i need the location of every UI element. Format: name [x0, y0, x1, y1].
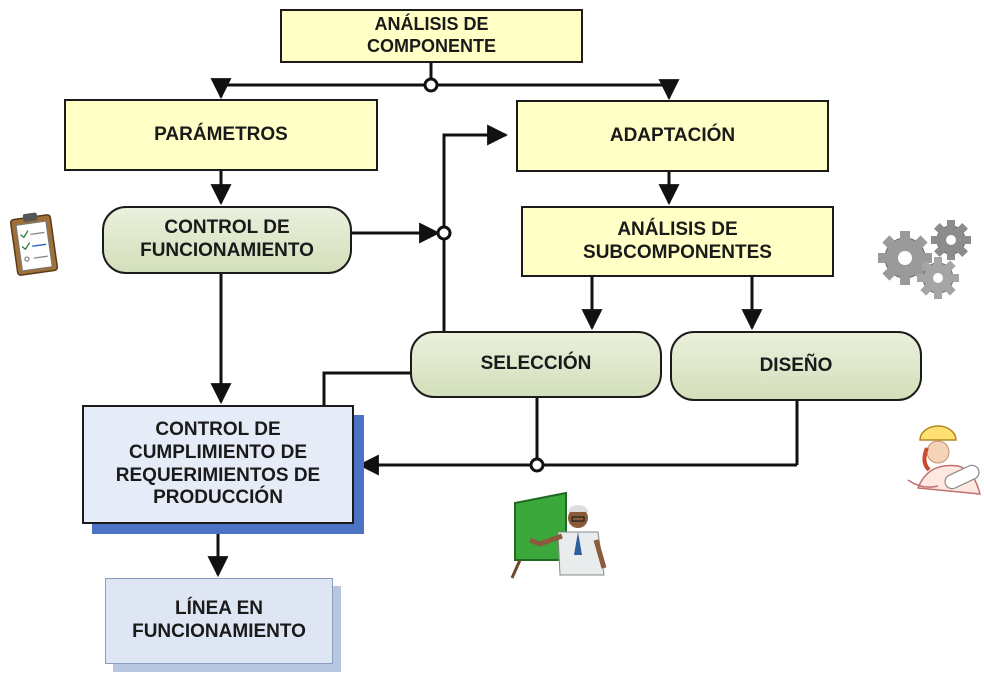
node-analisis-componente: ANÁLISIS DE COMPONENTE	[280, 9, 583, 63]
presenter-icon	[510, 491, 607, 579]
node-adaptacion: ADAPTACIÓN	[516, 100, 829, 172]
node-diseno: DISEÑO	[670, 331, 922, 401]
clipboard-checklist-icon	[9, 212, 59, 276]
gears-icon	[878, 220, 971, 299]
node-control-cumplimiento: CONTROL DE CUMPLIMIENTO DE REQUERIMIENTO…	[82, 405, 354, 524]
junction-bottom	[529, 457, 545, 473]
node-linea-funcionamiento: LÍNEA EN FUNCIONAMIENTO	[105, 578, 333, 664]
junction-middle	[436, 225, 452, 241]
engineer-icon	[907, 425, 981, 495]
junction-top	[423, 77, 439, 93]
node-analisis-subcomponentes: ANÁLISIS DE SUBCOMPONENTES	[521, 206, 834, 277]
node-control-funcionamiento: CONTROL DE FUNCIONAMIENTO	[102, 206, 352, 274]
node-seleccion: SELECCIÓN	[410, 331, 662, 398]
node-parametros: PARÁMETROS	[64, 99, 378, 171]
